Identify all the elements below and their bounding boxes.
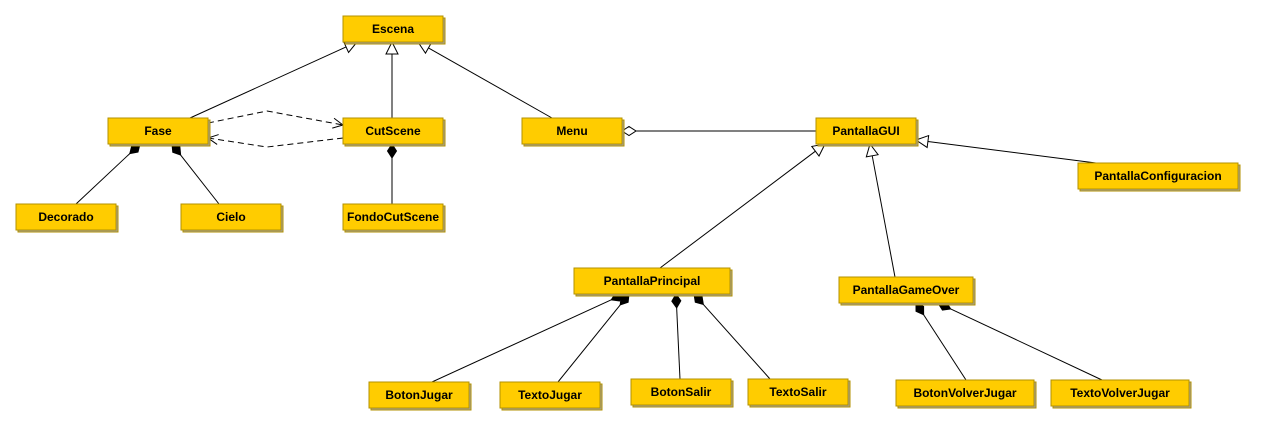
- class-box: [895, 379, 1035, 407]
- relation-fase-to-escena: [189, 40, 359, 119]
- relation-pantallaconfiguracion-to-pantallagui: [914, 134, 1097, 164]
- class-box: [15, 203, 117, 231]
- class-pantallagui[interactable]: PantallaGUI: [815, 117, 919, 147]
- class-box: [838, 276, 974, 304]
- relation-line: [871, 155, 896, 278]
- dependency-arrow-icon: [332, 117, 345, 129]
- relation-line: [557, 304, 621, 383]
- relation-botonjugar-to-pantallaprincipal: [431, 292, 625, 383]
- relation-fase-to-cutscene: [207, 110, 345, 129]
- class-box: [499, 381, 601, 409]
- class-escena[interactable]: Escena: [342, 15, 446, 45]
- class-pantallagameover[interactable]: PantallaGameOver: [838, 276, 976, 306]
- class-botonsalir[interactable]: BotonSalir: [630, 378, 734, 408]
- class-box: [815, 117, 917, 145]
- relations-layer: [75, 40, 1103, 383]
- class-name: BotonJugar: [385, 388, 453, 402]
- relation-line: [189, 46, 347, 119]
- class-menu[interactable]: Menu: [521, 117, 625, 147]
- relation-textosalir-to-pantallaprincipal: [693, 293, 771, 380]
- class-pantallaprincipal[interactable]: PantallaPrincipal: [573, 267, 733, 297]
- class-box: [342, 117, 444, 145]
- relation-line: [659, 150, 816, 269]
- class-cielo[interactable]: Cielo: [180, 203, 284, 233]
- class-box: [342, 203, 444, 231]
- relation-menu-to-pantallagui: [621, 125, 816, 137]
- class-name: Menu: [556, 124, 587, 138]
- relation-line: [207, 137, 344, 148]
- class-box: [1050, 379, 1190, 407]
- relation-line: [676, 307, 681, 380]
- class-botonvolverjugar[interactable]: BotonVolverJugar: [895, 379, 1037, 409]
- relation-line: [702, 304, 771, 380]
- relation-decorado-to-fase: [75, 143, 141, 205]
- relation-menu-to-escena: [417, 41, 553, 119]
- class-name: PantallaGameOver: [853, 283, 960, 297]
- relation-line: [927, 141, 1097, 164]
- class-fase[interactable]: Fase: [107, 117, 211, 147]
- class-name: FondoCutScene: [347, 210, 439, 224]
- class-pantallaconfiguracion[interactable]: PantallaConfiguracion: [1077, 162, 1241, 192]
- class-name: Cielo: [216, 210, 245, 224]
- class-name: PantallaPrincipal: [604, 274, 701, 288]
- relation-line: [75, 153, 131, 205]
- class-name: Fase: [144, 124, 172, 138]
- class-box: [180, 203, 282, 231]
- class-name: TextoVolverJugar: [1070, 386, 1170, 400]
- class-name: PantallaGUI: [832, 124, 899, 138]
- class-box: [1077, 162, 1239, 190]
- class-box: [573, 267, 731, 295]
- class-box: [747, 378, 849, 406]
- relation-line: [950, 308, 1103, 381]
- relation-pantallaprincipal-to-pantallagui: [659, 143, 826, 269]
- class-name: TextoJugar: [518, 388, 582, 402]
- class-name: CutScene: [365, 124, 421, 138]
- relation-textovolverjugar-to-pantallagameover: [937, 301, 1103, 381]
- class-box: [107, 117, 209, 145]
- relation-fondocutscene-to-cutscene: [386, 143, 398, 204]
- relation-line: [207, 110, 344, 126]
- relation-line: [431, 299, 612, 383]
- class-name: PantallaConfiguracion: [1094, 169, 1221, 183]
- relation-pantallagameover-to-pantallagui: [865, 142, 896, 278]
- relation-cutscene-to-fase: [206, 134, 344, 148]
- class-box: [368, 381, 470, 409]
- class-box: [342, 15, 444, 43]
- class-name: Escena: [372, 22, 414, 36]
- relation-cutscene-to-escena: [385, 40, 399, 118]
- class-textojugar[interactable]: TextoJugar: [499, 381, 603, 411]
- class-name: BotonVolverJugar: [913, 386, 1016, 400]
- relation-cielo-to-fase: [171, 143, 220, 205]
- class-decorado[interactable]: Decorado: [15, 203, 119, 233]
- class-textovolverjugar[interactable]: TextoVolverJugar: [1050, 379, 1192, 409]
- relation-botonsalir-to-pantallaprincipal: [671, 293, 682, 380]
- class-box: [630, 378, 732, 406]
- class-box: [521, 117, 623, 145]
- relation-botonvolverjugar-to-pantallagameover: [915, 302, 967, 381]
- relation-line: [180, 154, 220, 205]
- class-textosalir[interactable]: TextoSalir: [747, 378, 851, 408]
- class-cutscene[interactable]: CutScene: [342, 117, 446, 147]
- class-botonjugar[interactable]: BotonJugar: [368, 381, 472, 411]
- class-name: BotonSalir: [651, 385, 712, 399]
- class-name: TextoSalir: [769, 385, 826, 399]
- class-fondocutscene[interactable]: FondoCutScene: [342, 203, 446, 233]
- class-name: Decorado: [38, 210, 93, 224]
- relation-line: [428, 47, 553, 119]
- relation-textojugar-to-pantallaprincipal: [557, 293, 630, 383]
- relation-line: [923, 314, 967, 381]
